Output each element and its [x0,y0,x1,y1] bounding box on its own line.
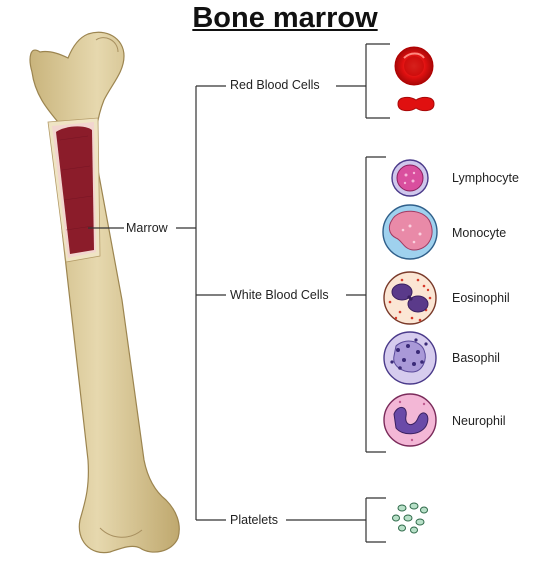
lymphocyte-label: Lymphocyte [452,171,519,185]
monocyte-label: Monocyte [452,226,506,240]
monocyte-cell [383,205,437,259]
basophil-cell [384,332,436,384]
lymphocyte-cell [392,160,428,196]
red-blood-cells-label: Red Blood Cells [228,78,322,92]
eosinophil-cell [384,272,436,324]
platelets-cluster [393,503,428,533]
neutrophil-cell [384,394,436,446]
eosinophil-label: Eosinophil [452,291,510,305]
red-blood-cell-side [398,97,434,110]
basophil-label: Basophil [452,351,500,365]
femur-bone [30,32,179,552]
red-blood-cell-front [395,47,433,85]
white-blood-cells-label: White Blood Cells [228,288,331,302]
marrow-label: Marrow [124,221,170,235]
neurophil-label: Neurophil [452,414,506,428]
platelets-label: Platelets [228,513,280,527]
